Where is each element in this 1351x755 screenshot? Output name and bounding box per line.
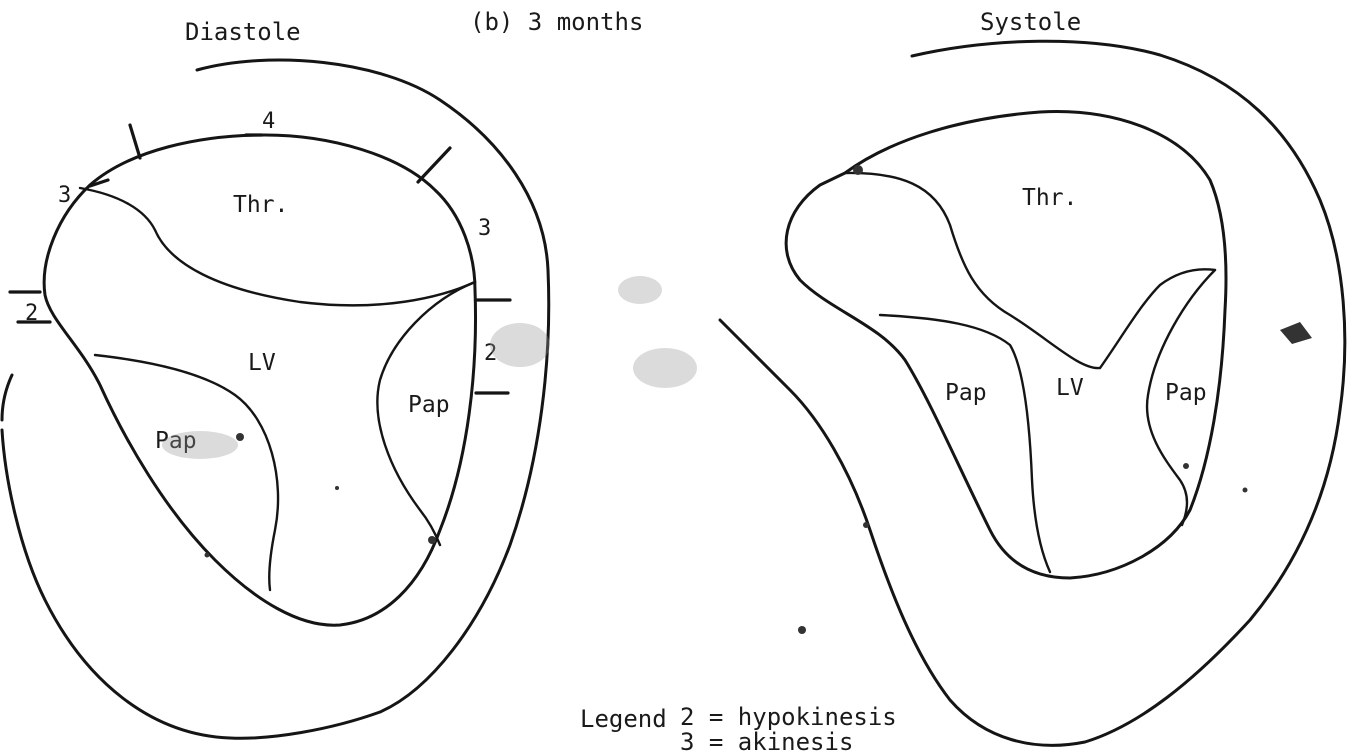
diastole-score-upper-left: 3 bbox=[58, 183, 71, 208]
legend-title: Legend bbox=[580, 705, 667, 733]
diastole-score-upper-right: 3 bbox=[478, 216, 491, 241]
diastole-outer-wall bbox=[2, 60, 549, 738]
diastole-tick-upper-left-a bbox=[130, 125, 140, 158]
diastole-papillary-right-label: Pap bbox=[408, 392, 450, 418]
figure-panel-title: (b) 3 months bbox=[470, 8, 643, 36]
systole-diagram: Thr. LV Pap Pap bbox=[618, 41, 1345, 745]
diastole-diagram: Thr. LV Pap Pap 4 3 3 2 2 bbox=[2, 60, 550, 738]
systole-inner-cavity bbox=[786, 112, 1226, 578]
systole-papillary-left-label: Pap bbox=[945, 380, 987, 406]
diastole-score-top: 4 bbox=[262, 109, 275, 134]
diastole-tick-upper-right bbox=[418, 148, 450, 182]
legend-hypokinesis: 2 = hypokinesis bbox=[680, 703, 897, 731]
diastole-thrombus-label: Thr. bbox=[233, 192, 288, 218]
diastole-score-left: 2 bbox=[25, 301, 38, 326]
systole-left-papillary bbox=[880, 315, 1050, 572]
legend: Legend 2 = hypokinesis 3 = akinesis bbox=[580, 703, 897, 755]
legend-akinesis: 3 = akinesis bbox=[680, 728, 853, 755]
systole-thrombus-label: Thr. bbox=[1022, 185, 1077, 211]
systole-outer-wall bbox=[720, 41, 1345, 745]
diastole-title: Diastole bbox=[185, 18, 301, 46]
systole-papillary-right-label: Pap bbox=[1165, 380, 1207, 406]
diastole-left-papillary bbox=[95, 355, 278, 590]
diastole-lv-label: LV bbox=[248, 350, 276, 376]
systole-lv-label: LV bbox=[1056, 375, 1084, 401]
systole-title: Systole bbox=[980, 8, 1081, 36]
